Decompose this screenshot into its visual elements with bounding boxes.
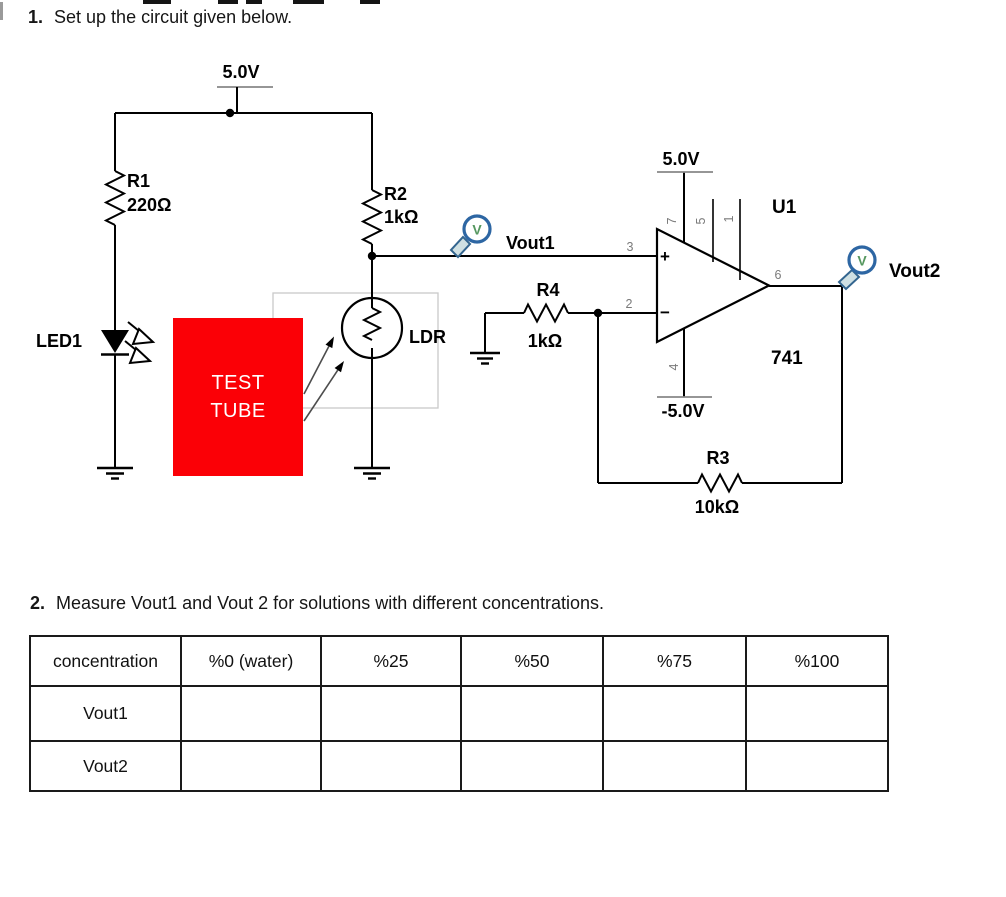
opamp-minus-sign: − bbox=[660, 303, 670, 322]
pin6-label: 6 bbox=[775, 268, 782, 282]
vout1-cell-4[interactable] bbox=[745, 685, 889, 742]
vout1-probe: V bbox=[449, 214, 492, 259]
ldr-zigzag bbox=[361, 307, 383, 341]
header-concentration: concentration bbox=[29, 635, 182, 687]
clipped-text-artifact bbox=[293, 0, 324, 4]
measurement-table: concentration %0 (water) %25 %50 %75 %10… bbox=[29, 635, 889, 792]
clipped-text-artifact bbox=[360, 0, 380, 4]
ground-ldr bbox=[354, 466, 390, 480]
r4-value: 1kΩ bbox=[528, 331, 562, 351]
ground-led bbox=[97, 466, 133, 480]
table-row-vout2: Vout2 bbox=[29, 740, 889, 792]
opamp-vcc-label: 5.0V bbox=[662, 149, 699, 169]
led-light-arrows-icon bbox=[124, 321, 156, 365]
header-0-water: %0 (water) bbox=[180, 635, 322, 687]
instruction-step-2: 2. Measure Vout1 and Vout 2 for solutions… bbox=[30, 593, 604, 614]
header-75: %75 bbox=[602, 635, 747, 687]
resistor-r2 bbox=[360, 189, 384, 245]
pin2-label: 2 bbox=[626, 297, 633, 311]
instruction-step-1: 1. Set up the circuit given below. bbox=[28, 7, 292, 28]
vout2-cell-4[interactable] bbox=[745, 740, 889, 792]
table-header-row: concentration %0 (water) %25 %50 %75 %10… bbox=[29, 635, 889, 687]
vout1-cell-3[interactable] bbox=[602, 685, 747, 742]
test-tube-box bbox=[173, 318, 303, 476]
step2-text: Measure Vout1 and Vout 2 for solutions w… bbox=[56, 593, 605, 613]
probe-handle bbox=[837, 268, 861, 291]
vout2-cell-3[interactable] bbox=[602, 740, 747, 792]
junction-dot bbox=[225, 108, 235, 118]
header-50: %50 bbox=[460, 635, 604, 687]
resistor-r1 bbox=[103, 170, 127, 226]
r2-ref: R2 bbox=[384, 184, 407, 204]
vout2-cell-1[interactable] bbox=[320, 740, 462, 792]
pin5-label: 5 bbox=[694, 217, 708, 224]
r1-ref: R1 bbox=[127, 171, 150, 191]
r2-value: 1kΩ bbox=[384, 207, 418, 227]
header-100: %100 bbox=[745, 635, 889, 687]
ground-r4 bbox=[470, 351, 500, 365]
vout1-cell-2[interactable] bbox=[460, 685, 604, 742]
light-path-arrows bbox=[303, 336, 344, 422]
vcc-rail-label: 5.0V bbox=[222, 62, 259, 82]
vout1-cell-0[interactable] bbox=[180, 685, 322, 742]
arrowhead-icon bbox=[325, 336, 334, 349]
step1-number: 1. bbox=[28, 7, 44, 27]
junction-dot bbox=[367, 251, 377, 261]
vout1-cell-1[interactable] bbox=[320, 685, 462, 742]
resistor-r3 bbox=[697, 472, 743, 494]
pin1-label: 1 bbox=[722, 215, 736, 222]
step1-text: Set up the circuit given below. bbox=[54, 7, 293, 27]
r3-ref: R3 bbox=[706, 448, 729, 468]
clipped-margin-artifact bbox=[0, 2, 3, 20]
clipped-text-artifact bbox=[218, 0, 238, 4]
clipped-text-artifact bbox=[246, 0, 262, 4]
voltage-probe-icon bbox=[462, 214, 492, 244]
led-symbol bbox=[101, 330, 129, 353]
voltage-probe-icon bbox=[847, 245, 877, 275]
pin3-label: 3 bbox=[627, 240, 634, 254]
header-25: %25 bbox=[320, 635, 462, 687]
test-tube-label-2: TUBE bbox=[210, 400, 265, 422]
step2-number: 2. bbox=[30, 593, 46, 613]
arrowhead-icon bbox=[334, 361, 344, 373]
opamp-ref: U1 bbox=[772, 197, 797, 218]
resistor-r4 bbox=[523, 302, 569, 324]
opamp-plus-sign: + bbox=[660, 247, 670, 266]
junction-dot bbox=[593, 308, 603, 318]
vout2-cell-2[interactable] bbox=[460, 740, 604, 792]
r1-value: 220Ω bbox=[127, 195, 171, 215]
table-row-vout1: Vout1 bbox=[29, 685, 889, 742]
pin7-label: 7 bbox=[665, 217, 679, 224]
vout2-probe: V bbox=[837, 245, 877, 291]
circuit-schematic: TEST TUBE 5.0V R1 220Ω R2 1kΩ bbox=[36, 62, 940, 517]
clipped-text-artifact bbox=[143, 0, 171, 4]
probe-v-glyph: V bbox=[472, 222, 482, 238]
opamp-part-number: 741 bbox=[771, 348, 803, 369]
vout2-cell-0[interactable] bbox=[180, 740, 322, 792]
row-label-vout1: Vout1 bbox=[29, 685, 182, 742]
probe-v-glyph: V bbox=[857, 253, 867, 269]
r4-ref: R4 bbox=[536, 280, 559, 300]
vout2-label: Vout2 bbox=[889, 261, 940, 282]
wires bbox=[114, 112, 843, 484]
ldr-ref: LDR bbox=[409, 327, 446, 347]
vout1-label: Vout1 bbox=[506, 233, 555, 253]
probe-handle bbox=[449, 235, 472, 259]
opamp-vee-label: -5.0V bbox=[661, 401, 704, 421]
led-ref: LED1 bbox=[36, 331, 82, 351]
r3-value: 10kΩ bbox=[695, 497, 739, 517]
pin4-label: 4 bbox=[667, 363, 681, 370]
test-tube-label-1: TEST bbox=[211, 372, 264, 394]
row-label-vout2: Vout2 bbox=[29, 740, 182, 792]
